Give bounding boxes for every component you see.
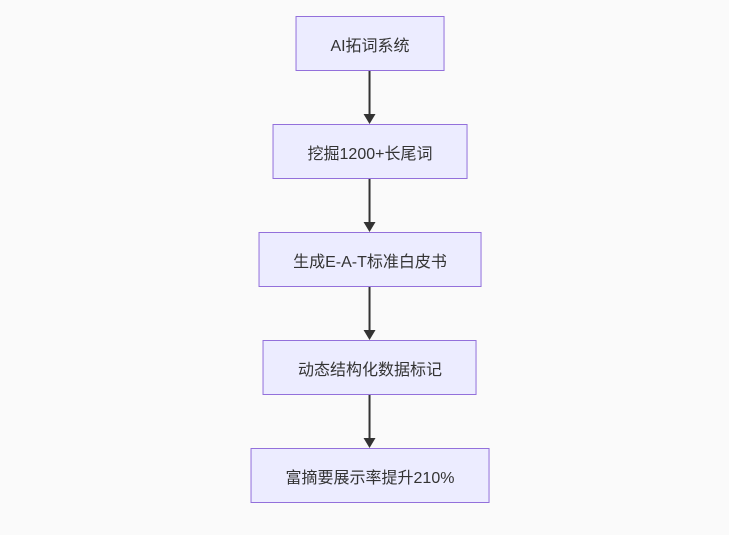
arrowhead-down-icon	[364, 438, 376, 448]
flow-arrow-3	[364, 287, 376, 340]
arrow-line	[369, 287, 371, 330]
flow-node-rich-snippet-rate: 富摘要展示率提升210%	[250, 448, 490, 503]
flow-arrow-2	[364, 179, 376, 232]
arrowhead-down-icon	[364, 222, 376, 232]
flowchart: AI拓词系统 挖掘1200+长尾词 生成E-A-T标准白皮书 动态结构化数据标记…	[250, 16, 490, 503]
arrow-line	[369, 71, 371, 114]
arrow-line	[369, 179, 371, 222]
flow-node-eat-whitepaper: 生成E-A-T标准白皮书	[258, 232, 482, 287]
flow-arrow-1	[364, 71, 376, 124]
flow-arrow-4	[364, 395, 376, 448]
flow-node-ai-keyword-system: AI拓词系统	[295, 16, 445, 71]
arrow-line	[369, 395, 371, 438]
flow-node-longtail-keywords: 挖掘1200+长尾词	[272, 124, 468, 179]
arrowhead-down-icon	[364, 114, 376, 124]
arrowhead-down-icon	[364, 330, 376, 340]
flow-node-structured-data-markup: 动态结构化数据标记	[262, 340, 477, 395]
